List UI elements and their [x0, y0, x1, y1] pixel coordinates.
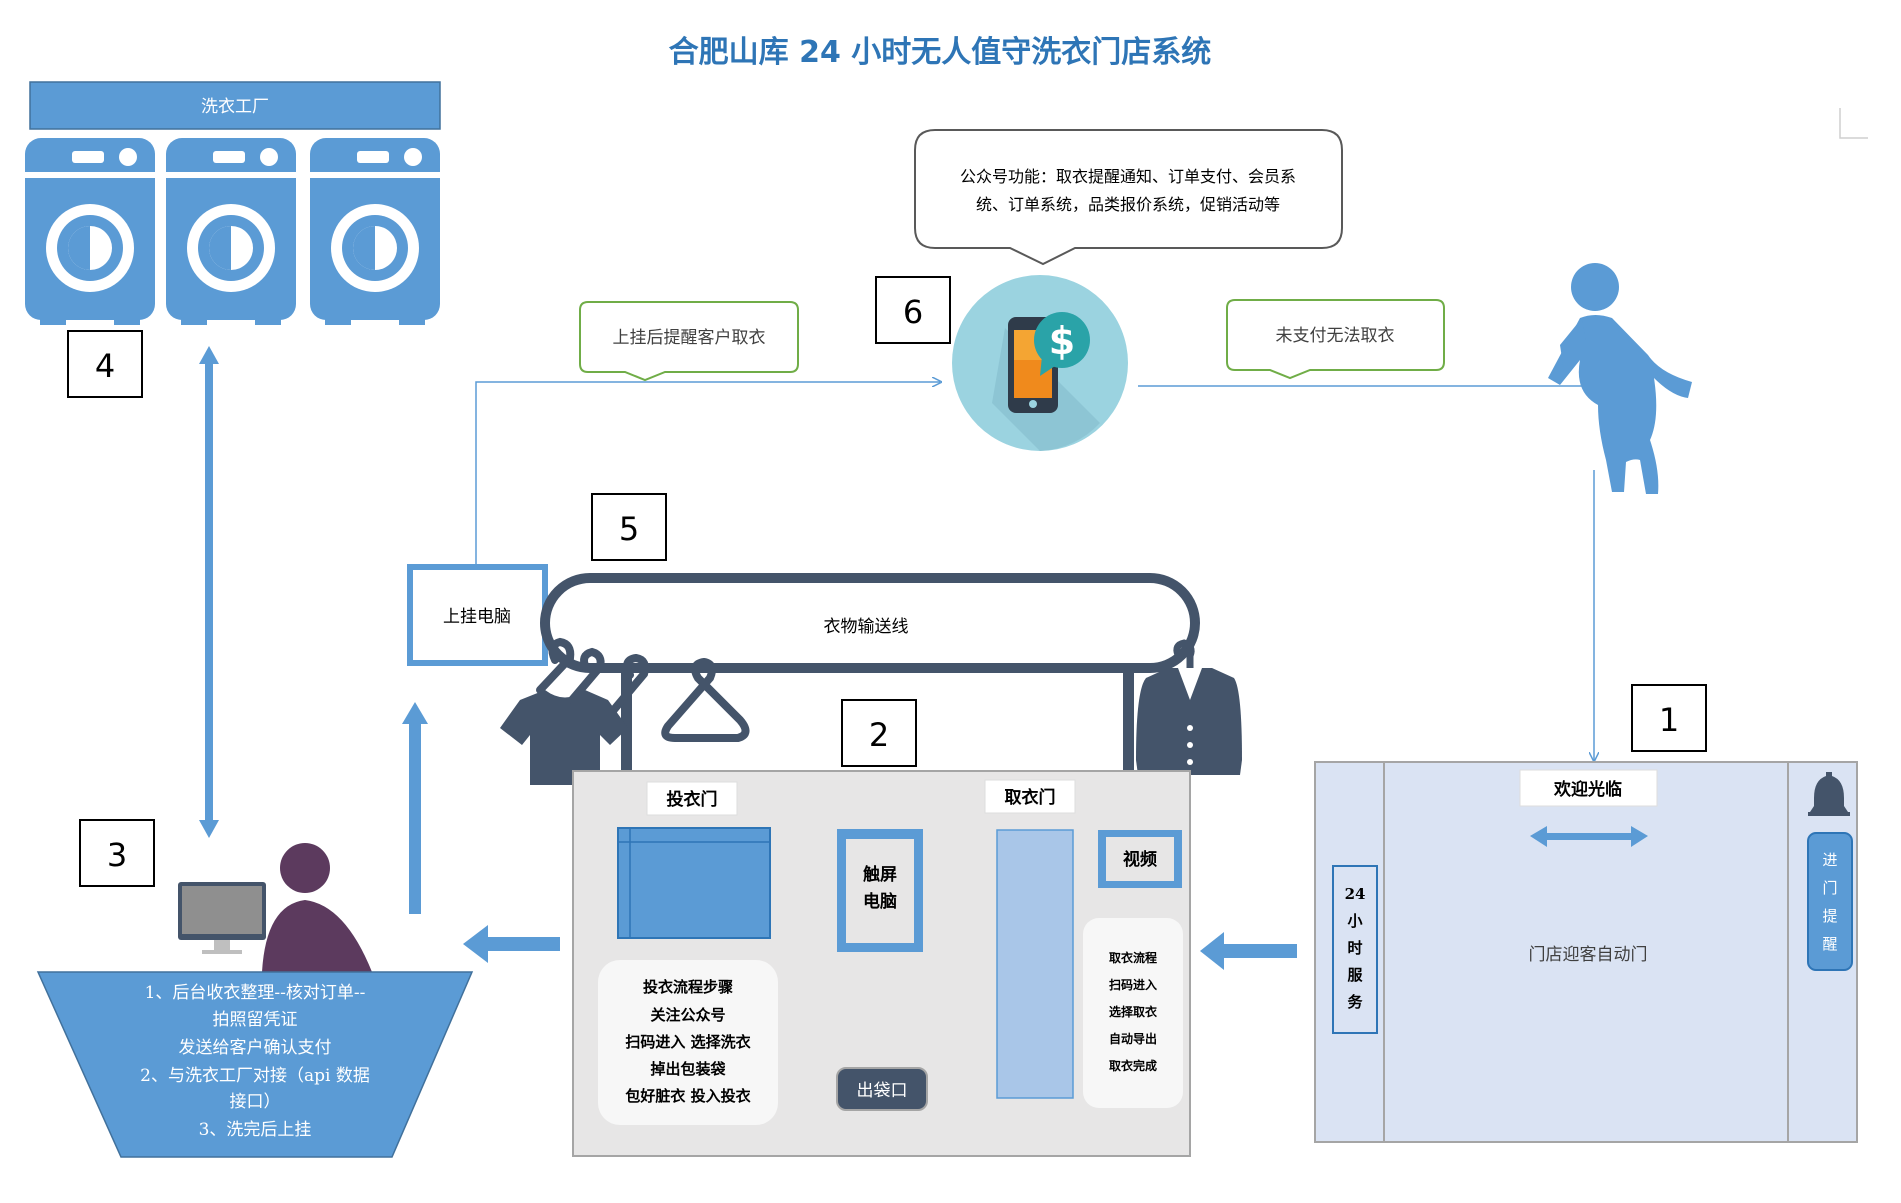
drop-step: 扫码进入 选择洗衣 [625, 1033, 750, 1051]
service-24h-char: 务 [1347, 993, 1363, 1011]
sliding-door-arrow [1530, 826, 1648, 847]
drop-step-title: 投衣流程步骤 [643, 978, 733, 996]
video-label: 视频 [1123, 849, 1157, 870]
pick-step: 扫码进入 [1109, 977, 1157, 992]
store-to-backoffice-arrow [463, 925, 560, 963]
washing-machine-icon [310, 138, 440, 325]
hanging-computer-label: 上挂电脑 [443, 607, 511, 627]
service-24h-char: 服 [1347, 966, 1363, 984]
step-number-3: 3 [107, 836, 127, 874]
diagram-title: 合肥山库 24 小时无人值守洗衣门店系统 [669, 35, 1212, 70]
step-number-2-box [841, 699, 917, 767]
factory-label: 洗衣工厂 [201, 97, 269, 117]
wechat-feature-line2: 统、订单系统，品类报价系统，促销活动等 [976, 195, 1280, 214]
drop-step: 掉出包装袋 [650, 1060, 726, 1078]
entrance-panel [1314, 761, 1858, 1143]
drop-steps-card [598, 960, 778, 1125]
welcome-tag [1519, 769, 1658, 807]
step-number-3-box [79, 819, 155, 887]
corner-mark [1839, 108, 1868, 139]
service-24h-box [1332, 865, 1378, 1034]
staff-person-icon [262, 843, 372, 972]
washing-machine-icon [25, 138, 155, 325]
step-number-6-box [875, 276, 951, 344]
pickup-reminder-text: 上挂后提醒客户取衣 [613, 328, 766, 348]
pickup-reminder-note [579, 301, 799, 382]
pick-door-label: 取衣门 [1005, 787, 1056, 808]
auto-door-label: 门店迎客自动门 [1529, 945, 1648, 965]
backoffice-to-computer-arrow [402, 702, 428, 914]
drop-step: 关注公众号 [650, 1006, 725, 1024]
touch-computer-label1: 触屏 [862, 864, 897, 885]
backoffice-panel [36, 971, 474, 1158]
drop-door-label: 投衣门 [667, 789, 718, 810]
entrance-to-store-arrow [1200, 932, 1297, 970]
pick-step: 取衣完成 [1109, 1058, 1157, 1073]
washing-machine-icon [166, 138, 296, 325]
entry-reminder-char: 醒 [1822, 935, 1837, 953]
conveyor-line [540, 573, 1200, 792]
pick-step: 选择取衣 [1109, 1004, 1157, 1019]
step-number-6: 6 [903, 293, 923, 331]
pick-step: 自动导出 [1109, 1031, 1157, 1046]
hanging-computer-box [407, 564, 548, 666]
backoffice-line: 发送给客户确认支付 [179, 1038, 332, 1058]
step-number-4: 4 [95, 347, 115, 385]
hanger-icon [536, 637, 750, 742]
bag-outlet-label: 出袋口 [857, 1081, 908, 1101]
tshirt-icon [500, 690, 628, 785]
conveyor-label: 衣物输送线 [824, 617, 909, 637]
step-number-1-box [1631, 684, 1707, 752]
entry-reminder-char: 门 [1822, 879, 1837, 897]
laundry-factory: 洗衣工厂 [25, 81, 441, 325]
suit-jacket-icon [1136, 639, 1242, 775]
step-number-5: 5 [619, 510, 639, 548]
computer-to-wechat-line [475, 382, 940, 566]
bell-icon [1808, 772, 1850, 816]
wechat-feature-bubble [914, 129, 1343, 266]
mobile-payment-icon: $ [952, 275, 1128, 451]
monitor-icon [178, 882, 266, 954]
service-24h-char: 小 [1347, 912, 1362, 930]
drop-step: 包好脏衣 投入投衣 [625, 1087, 750, 1105]
factory-header [29, 81, 441, 130]
service-24h-char: 时 [1347, 939, 1362, 957]
backoffice-line: 3、洗完后上挂 [199, 1120, 312, 1140]
step-number-1: 1 [1659, 701, 1679, 739]
entry-reminder-char: 提 [1822, 907, 1837, 925]
entry-reminder-box [1807, 832, 1853, 971]
pick-door-tag [984, 779, 1076, 814]
backoffice-line: 1、后台收衣整理--核对订单-- [145, 983, 366, 1003]
backoffice-line: 拍照留凭证 [213, 1010, 298, 1030]
welcome-label: 欢迎光临 [1553, 779, 1622, 800]
drop-door-tag [646, 781, 738, 816]
pick-step-title: 取衣流程 [1109, 950, 1157, 965]
unpaid-note [1226, 299, 1445, 380]
step-number-5-box [591, 493, 667, 561]
backoffice-line: 2、与洗衣工厂对接（api 数据 [140, 1066, 370, 1086]
customer-person-icon [1548, 263, 1692, 494]
pick-steps-card [1083, 918, 1183, 1108]
pick-door-panel [996, 829, 1074, 1099]
wechat-feature-line1: 公众号功能：取衣提醒通知、订单支付、会员系 [960, 167, 1296, 186]
bag-outlet-box [836, 1067, 928, 1111]
svg-text:$: $ [1049, 319, 1075, 363]
step-number-2: 2 [869, 716, 889, 754]
factory-backoffice-arrow [199, 346, 219, 838]
step-number-4-box [67, 330, 143, 398]
unpaid-note-text: 未支付无法取衣 [1276, 326, 1395, 346]
entry-reminder-char: 进 [1822, 851, 1837, 869]
drop-door-panel [617, 827, 771, 939]
backoffice-line: 接口） [230, 1092, 281, 1112]
touch-computer-label2: 电脑 [863, 891, 897, 912]
service-24h-char: 24 [1345, 885, 1366, 903]
